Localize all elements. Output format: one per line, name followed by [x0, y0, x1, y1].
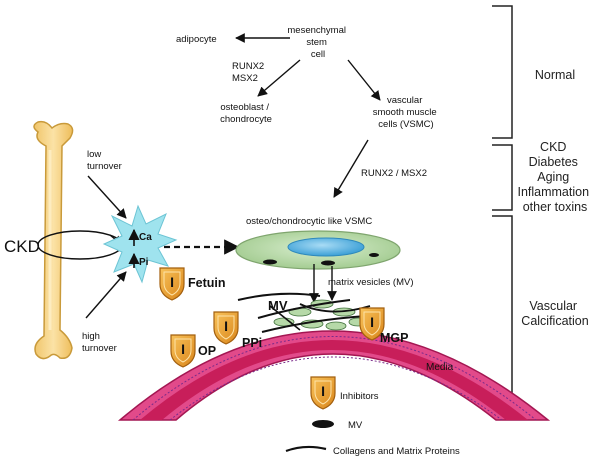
arrow-to-vsmc — [347, 59, 381, 101]
osteo-vsmc-label: osteo/chondrocytic like VSMC — [246, 216, 372, 227]
matrix-vesicles-label: matrix vesicles (MV) — [328, 277, 414, 288]
calcium-phosphate-burst — [102, 204, 178, 284]
ppi-label: PPi — [242, 336, 262, 350]
arrow-to-osteoblast — [257, 59, 301, 97]
legend-collagen-swatch — [285, 445, 327, 453]
svg-text:I: I — [370, 314, 374, 330]
label-risk-factors: CKD Diabetes Aging Inflammation other to… — [517, 140, 592, 214]
bracket-risk-factors — [492, 144, 513, 211]
legend-mv-label: MV — [348, 420, 363, 431]
mesenchymal-stem-cell-label: mesenchymal stem cell — [287, 25, 348, 60]
arrow-high-turnover — [85, 271, 127, 319]
arrow-to-osteo-vsmc — [333, 139, 369, 198]
fetuin-inhibitor-shield: I — [159, 267, 185, 301]
bracket-normal — [492, 5, 513, 139]
mgp-label: MGP — [380, 331, 408, 345]
runx2-msx2-label-left: RUNX2 MSX2 — [232, 61, 267, 84]
legend-collagen-label: Collagens and Matrix Proteins — [333, 446, 460, 457]
svg-text:I: I — [181, 341, 185, 357]
label-vascular-calcification: Vascular Calcification — [521, 299, 588, 328]
vsmc-label: vascular smooth muscle cells (VSMC) — [373, 95, 440, 130]
osteoblast-chondrocyte-label: osteoblast / chondrocyte — [220, 102, 272, 125]
op-inhibitor-shield: I — [170, 334, 196, 368]
op-label: OP — [198, 344, 216, 358]
osteo-vsmc-cell — [235, 230, 401, 270]
fetuin-label: Fetuin — [188, 276, 226, 290]
low-turnover-label: low turnover — [87, 149, 122, 172]
ca-label: Ca — [139, 232, 152, 243]
svg-text:I: I — [170, 274, 174, 290]
adipocyte-label: adipocyte — [176, 34, 217, 45]
svg-text:I: I — [224, 318, 228, 334]
mgp-inhibitor-shield: I — [359, 307, 385, 341]
high-turnover-label: high turnover — [82, 331, 117, 354]
legend-mv-swatch — [312, 420, 334, 428]
runx2-msx2-label-right: RUNX2 / MSX2 — [361, 168, 427, 179]
bone-illustration — [33, 120, 74, 360]
arrow-low-turnover — [87, 175, 127, 219]
label-normal: Normal — [535, 68, 575, 82]
ppi-inhibitor-shield: I — [213, 311, 239, 345]
media-label: Media — [426, 362, 454, 373]
legend-inhibitor-shield: I — [310, 376, 336, 410]
pi-label: Pi — [139, 257, 149, 268]
mv-label: MV — [268, 298, 288, 313]
svg-text:I: I — [321, 383, 325, 399]
mv-cluster — [237, 292, 371, 333]
vessel-wall — [117, 330, 551, 421]
ckd-label: CKD — [4, 237, 40, 256]
legend-inhibitors-label: Inhibitors — [340, 391, 379, 402]
